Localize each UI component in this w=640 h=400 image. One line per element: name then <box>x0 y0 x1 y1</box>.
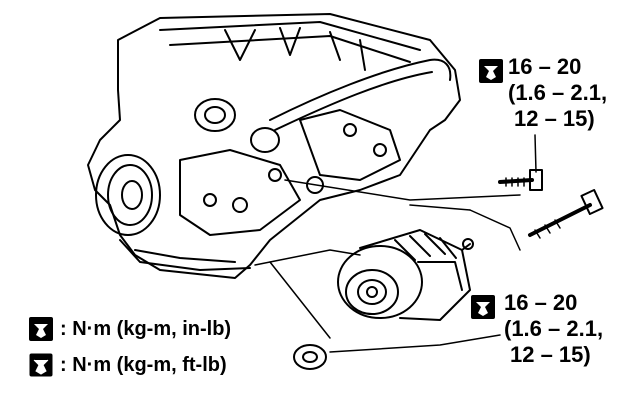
leader-lower <box>329 334 501 353</box>
torque-ftlb: 12 – 15) <box>510 342 591 367</box>
guide-line-lower <box>254 249 361 266</box>
legend-row-outline: : N·m (kg-m, ft-lb) <box>28 352 227 378</box>
leader-top <box>534 134 537 173</box>
legend-text-outline: : N·m (kg-m, ft-lb) <box>60 354 227 376</box>
upper-bolt <box>498 169 543 191</box>
torque-callout-upper: 16 – 20 (1.6 – 2.1, 12 – 15) <box>478 54 607 132</box>
filled-wrench-icon <box>28 316 54 342</box>
legend-text-filled: : N·m (kg-m, in-lb) <box>60 318 232 340</box>
torque-value: 16 – 20 <box>508 54 582 79</box>
wrench-torque-icon <box>470 294 496 320</box>
torque-ftlb: 12 – 15) <box>514 106 595 131</box>
long-bolt <box>528 188 604 239</box>
legend-row-filled: : N·m (kg-m, in-lb) <box>28 316 231 342</box>
nut <box>293 344 327 370</box>
guide-line-upper <box>284 179 521 201</box>
torque-kgm: (1.6 – 2.1, <box>504 316 604 341</box>
torque-kgm: (1.6 – 2.1, <box>508 80 608 105</box>
torque-callout-lower: 16 – 20 (1.6 – 2.1, 12 – 15) <box>470 290 603 368</box>
outline-wrench-icon <box>28 352 54 378</box>
wrench-torque-icon <box>478 58 504 84</box>
engine-block-outline <box>87 13 461 279</box>
crank-pulley <box>95 154 161 236</box>
torque-value: 16 – 20 <box>504 290 578 315</box>
alternator <box>337 229 474 321</box>
